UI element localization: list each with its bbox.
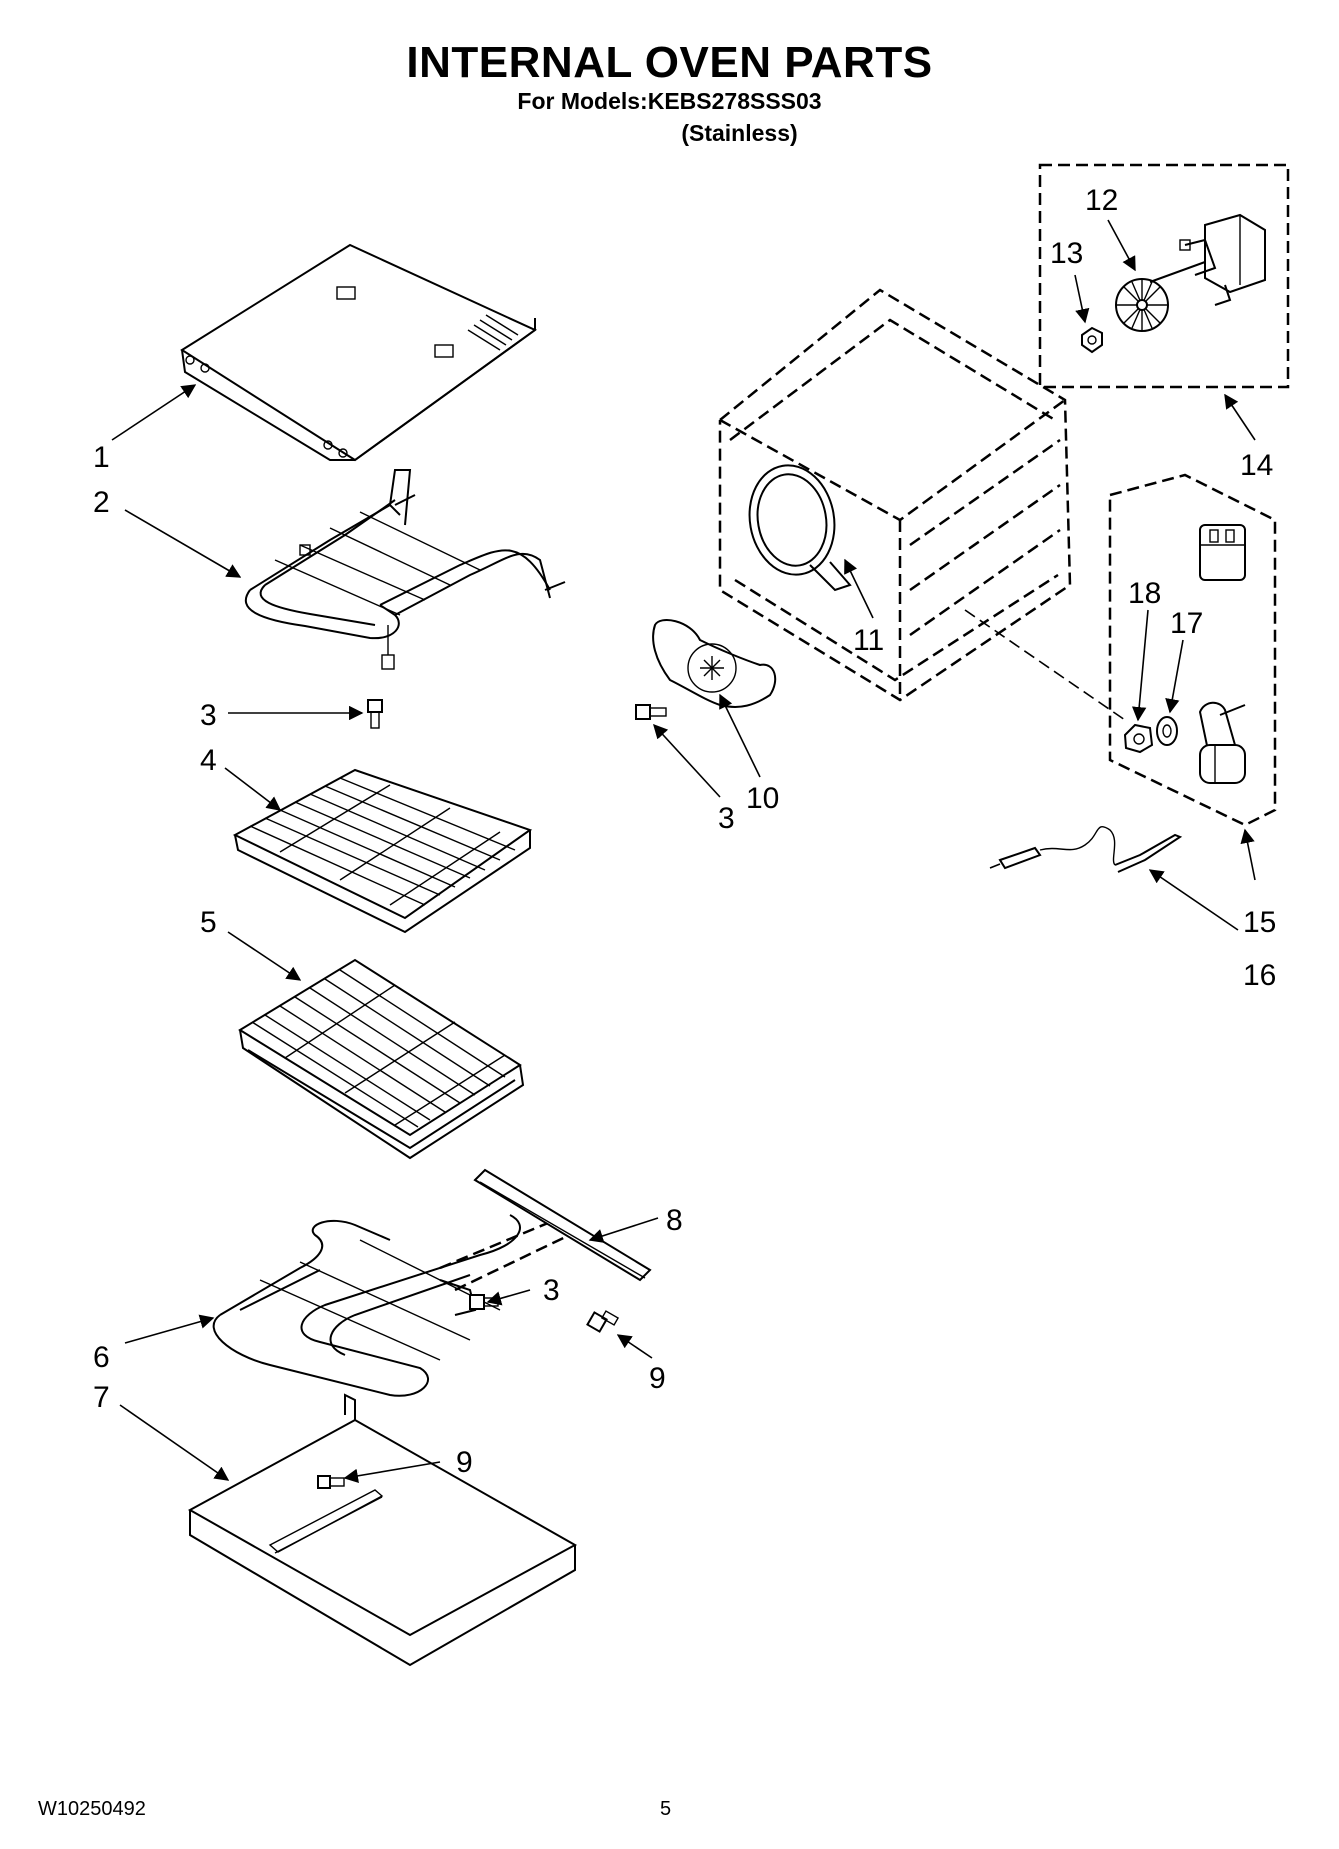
callout-4: 4: [200, 744, 217, 777]
fan-nut: [1081, 326, 1103, 354]
document-number: W10250492: [38, 1798, 146, 1820]
model-number: For Models:KEBS278SSS03: [517, 88, 822, 114]
light-socket: [1198, 701, 1246, 784]
callout-13: 13: [1050, 237, 1083, 270]
convection-motor: [1149, 213, 1266, 306]
finish-label: (Stainless): [681, 120, 798, 146]
screw-upper: [367, 699, 383, 729]
fan-blade: [1115, 278, 1169, 332]
convection-element: [748, 464, 852, 592]
callout-labels: 1 2 3 4 5 6 7 8 3 9 9 3 10 11 12 13 14 1…: [93, 184, 1276, 1479]
page-number: 5: [660, 1798, 672, 1820]
callout-3-upper: 3: [200, 699, 217, 732]
callout-5: 5: [200, 906, 217, 939]
bottom-cover: [187, 1393, 578, 1667]
element-bracket: [473, 1168, 652, 1282]
bake-element: [212, 1214, 581, 1397]
convection-motor-kit-group: [1038, 163, 1290, 389]
temperature-sensor-kit-group: [1108, 473, 1277, 827]
callout-6: 6: [93, 1341, 110, 1374]
sensor-connector: [1199, 524, 1246, 581]
callout-7: 7: [93, 1381, 110, 1414]
top-panel: [180, 243, 537, 462]
callout-15: 15: [1243, 906, 1276, 939]
callout-1: 1: [93, 441, 110, 474]
callout-3-bake: 3: [543, 1274, 560, 1307]
roll-out-rack: [238, 958, 525, 1160]
screw-fan-cover: [635, 704, 667, 720]
callout-3-fan: 3: [718, 802, 735, 835]
leader-lines: [111, 219, 1256, 1483]
screw-rear: [586, 1310, 620, 1333]
callout-16: 16: [1243, 959, 1276, 992]
oven-cavity: [718, 288, 1072, 702]
callout-17: 17: [1170, 607, 1203, 640]
fan-cover: [652, 619, 777, 708]
callout-9-cover: 9: [456, 1446, 473, 1479]
callout-12: 12: [1085, 184, 1118, 217]
callout-8: 8: [666, 1204, 683, 1237]
screw-bake: [469, 1294, 499, 1310]
callout-2: 2: [93, 486, 110, 519]
temperature-probe: [989, 826, 1183, 873]
callout-10: 10: [746, 782, 779, 815]
callout-18: 18: [1128, 577, 1161, 610]
sensor-nut: [1123, 723, 1154, 754]
callout-14: 14: [1240, 449, 1273, 482]
broil-element: [244, 469, 566, 670]
callout-9-rear: 9: [649, 1362, 666, 1395]
page-title: INTERNAL OVEN PARTS: [406, 38, 933, 87]
callout-11: 11: [853, 624, 884, 657]
sensor-washer: [1156, 716, 1178, 746]
oven-rack: [232, 768, 533, 934]
